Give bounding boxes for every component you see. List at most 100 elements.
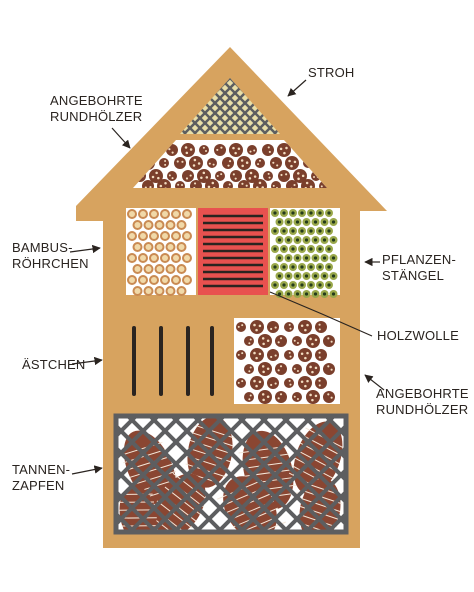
- straw-stroke: [324, 78, 380, 134]
- drill-hole: [266, 339, 270, 343]
- plant-stem-core: [286, 238, 291, 242]
- drill-hole: [314, 394, 318, 398]
- drill-hole: [304, 384, 307, 388]
- drilled-log: [267, 377, 279, 389]
- bamboo-tube-opening: [145, 288, 152, 294]
- drill-hole: [293, 395, 296, 398]
- label-pflanzen-staengel: PFLANZEN- STÄNGEL: [382, 252, 457, 283]
- drill-hole: [304, 186, 308, 188]
- bamboo-tube-opening: [134, 288, 141, 294]
- drill-hole: [268, 176, 271, 179]
- drilled-log: [258, 334, 272, 348]
- drilled-log: [215, 171, 225, 181]
- label-bambus-roehrchen: BAMBUS- RÖHRCHEN: [12, 240, 89, 271]
- drilled-log: [275, 391, 287, 403]
- drilled-log: [293, 169, 307, 183]
- pine-cone-scale: [172, 472, 209, 501]
- drilled-log: [286, 180, 298, 188]
- plant-stem-core: [291, 283, 295, 287]
- drill-hole: [267, 146, 270, 149]
- plant-stem-core: [277, 238, 282, 242]
- drill-hole: [262, 342, 265, 346]
- bamboo-tube-opening: [178, 244, 185, 250]
- plant-stem-core: [277, 292, 282, 296]
- drill-hole: [151, 175, 155, 179]
- plant-stem-core: [277, 256, 282, 260]
- drill-hole: [171, 151, 174, 154]
- drill-hole: [327, 365, 330, 368]
- bamboo-tube-opening: [167, 222, 174, 228]
- drill-hole: [261, 365, 265, 368]
- drill-hole: [257, 163, 260, 166]
- cones-lattice: [116, 416, 346, 532]
- plant-stem-core: [309, 265, 313, 269]
- plant-stem-core: [295, 256, 300, 260]
- drilled-log: [236, 378, 246, 388]
- drill-hole: [261, 337, 265, 340]
- bamboo-tube-opening: [140, 211, 146, 217]
- bamboo-tube-opening: [162, 255, 168, 261]
- twig: [186, 326, 190, 396]
- drill-hole: [253, 379, 256, 383]
- pine-cones-compartment: [113, 413, 349, 535]
- drill-hole: [309, 365, 312, 369]
- drilled-log: [284, 378, 294, 388]
- plant-stem-core: [273, 283, 277, 287]
- drilled-log: [244, 364, 254, 374]
- plant-stem-core: [291, 211, 295, 215]
- arrow-angebohrte-top: [111, 127, 131, 149]
- drill-hole: [314, 366, 318, 370]
- drilled-log: [298, 320, 312, 334]
- plant-stem-core: [322, 220, 327, 224]
- drill-hole: [268, 150, 271, 154]
- bamboo-tube-opening: [167, 266, 174, 272]
- drill-hole: [270, 383, 273, 387]
- drilled-log: [284, 350, 294, 360]
- drill-hole: [288, 323, 291, 326]
- drill-hole: [193, 187, 196, 188]
- drill-hole: [211, 181, 215, 185]
- drill-hole: [181, 184, 184, 187]
- drill-hole: [240, 159, 244, 162]
- straw-stroke: [344, 78, 400, 134]
- drilled-log: [292, 392, 302, 402]
- drill-hole: [248, 342, 251, 345]
- bamboo-tube-opening: [156, 288, 163, 294]
- drilled-log: [247, 145, 257, 155]
- drill-hole: [290, 164, 293, 168]
- drilled-log: [306, 390, 320, 404]
- plant-stem-core: [322, 274, 327, 278]
- plant-stem-core: [327, 211, 331, 215]
- label-arrows: [69, 79, 385, 475]
- plant-stem-core: [273, 265, 277, 269]
- drilled-log: [298, 376, 312, 390]
- drill-hole: [249, 366, 252, 369]
- drill-hole: [258, 159, 261, 162]
- label-angebohrte-rundhoelzer-right: ANGEBOHRTE RUNDHÖLZER: [376, 386, 469, 417]
- drilled-log: [222, 157, 234, 169]
- drill-hole: [185, 177, 189, 180]
- straw-stroke: [374, 78, 430, 134]
- bamboo-tube-opening: [129, 255, 135, 261]
- drill-hole: [272, 161, 275, 164]
- drill-hole: [155, 171, 158, 175]
- drill-hole: [274, 354, 277, 357]
- drilled-log: [149, 169, 163, 183]
- drill-hole: [300, 380, 304, 384]
- drilled-log: [174, 157, 186, 169]
- plant-stem-core: [300, 229, 304, 233]
- drilled-log: [175, 181, 185, 188]
- drill-hole: [253, 149, 256, 152]
- drill-hole: [309, 337, 312, 341]
- arrow-aestchen: [71, 356, 103, 366]
- drill-hole: [237, 381, 240, 384]
- drilled-log: [190, 180, 202, 188]
- lattice-bar: [280, 416, 346, 483]
- plant-stem-core: [282, 247, 286, 251]
- drill-hole: [261, 393, 265, 396]
- bamboo-tube-opening: [162, 277, 168, 283]
- drill-hole: [168, 174, 171, 177]
- straw-stroke: [219, 78, 277, 134]
- bamboo-tube-opening: [134, 266, 141, 272]
- drill-hole: [249, 394, 252, 397]
